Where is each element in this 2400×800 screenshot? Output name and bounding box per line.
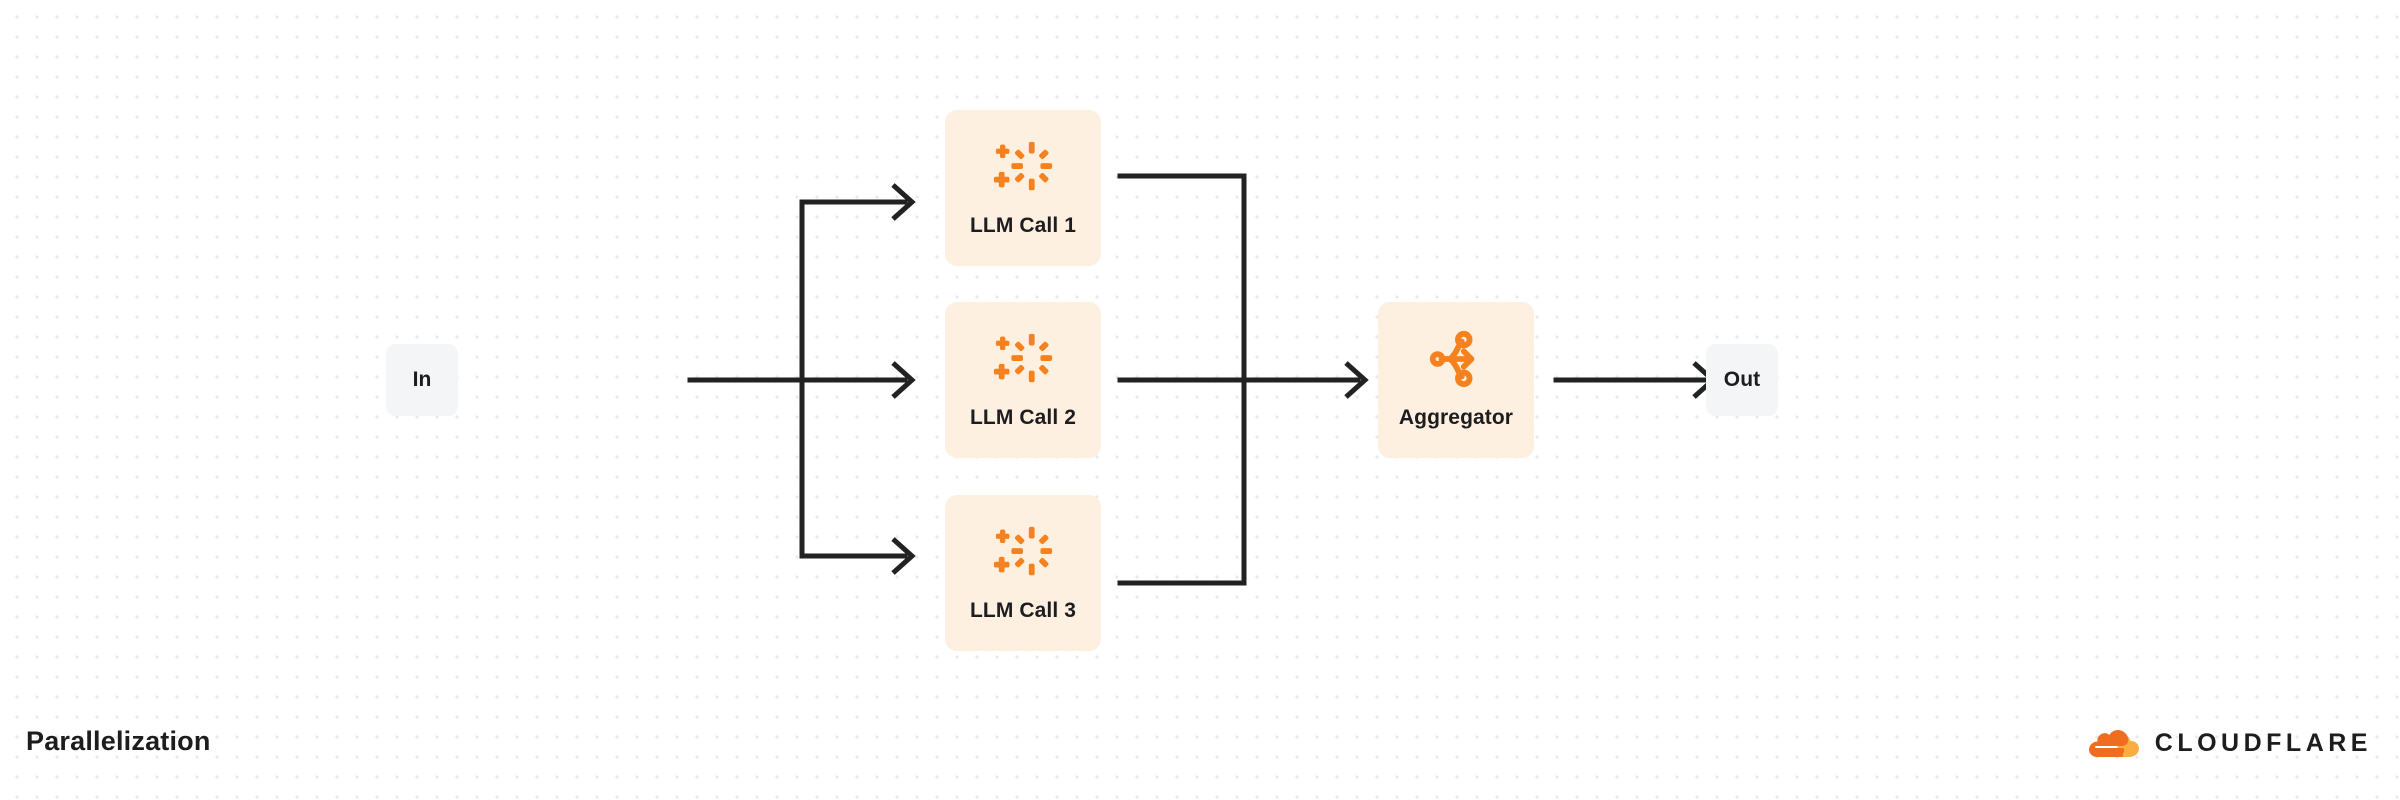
cloudflare-wordmark: CLOUDFLARE: [2154, 728, 2372, 757]
llm-node-box: LLM Call 2: [945, 302, 1101, 458]
ai-sparkle-icon: [993, 526, 1053, 576]
node-llm-call-2-label: LLM Call 2: [969, 406, 1077, 429]
cloudflare-logo: CLOUDFLARE: [2081, 726, 2372, 760]
arrowhead-llm2: [891, 361, 916, 399]
io-node-box: Out: [1706, 344, 1778, 416]
node-llm-call-3-label: LLM Call 3: [969, 599, 1077, 622]
llm-node-box: LLM Call 1: [945, 110, 1101, 266]
node-out[interactable]: Out: [1706, 344, 1778, 416]
io-node-box: In: [386, 344, 458, 416]
page-title: Parallelization: [26, 726, 211, 756]
node-llm-call-1-label: LLM Call 1: [969, 214, 1077, 237]
node-llm-call-2[interactable]: LLM Call 2: [945, 302, 1101, 458]
llm-node-box: LLM Call 3: [945, 495, 1101, 651]
node-aggregator[interactable]: Aggregator: [1378, 302, 1534, 458]
node-aggregator-label: Aggregator: [1398, 406, 1514, 429]
aggregator-merge-icon: [1429, 330, 1475, 388]
arrowhead-llm3: [891, 537, 916, 575]
node-in[interactable]: In: [386, 344, 458, 416]
node-in-label: In: [412, 368, 432, 391]
node-out-label: Out: [1723, 368, 1761, 391]
node-llm-call-1[interactable]: LLM Call 1: [945, 110, 1101, 266]
ai-sparkle-icon: [993, 333, 1053, 383]
node-llm-call-3[interactable]: LLM Call 3: [945, 495, 1101, 651]
arrowhead-llm1: [891, 183, 916, 221]
arrowhead-agg: [1344, 361, 1369, 399]
cloudflare-cloud-icon: [2088, 730, 2139, 757]
aggregator-node-box: Aggregator: [1378, 302, 1534, 458]
ai-sparkle-icon: [993, 141, 1053, 191]
